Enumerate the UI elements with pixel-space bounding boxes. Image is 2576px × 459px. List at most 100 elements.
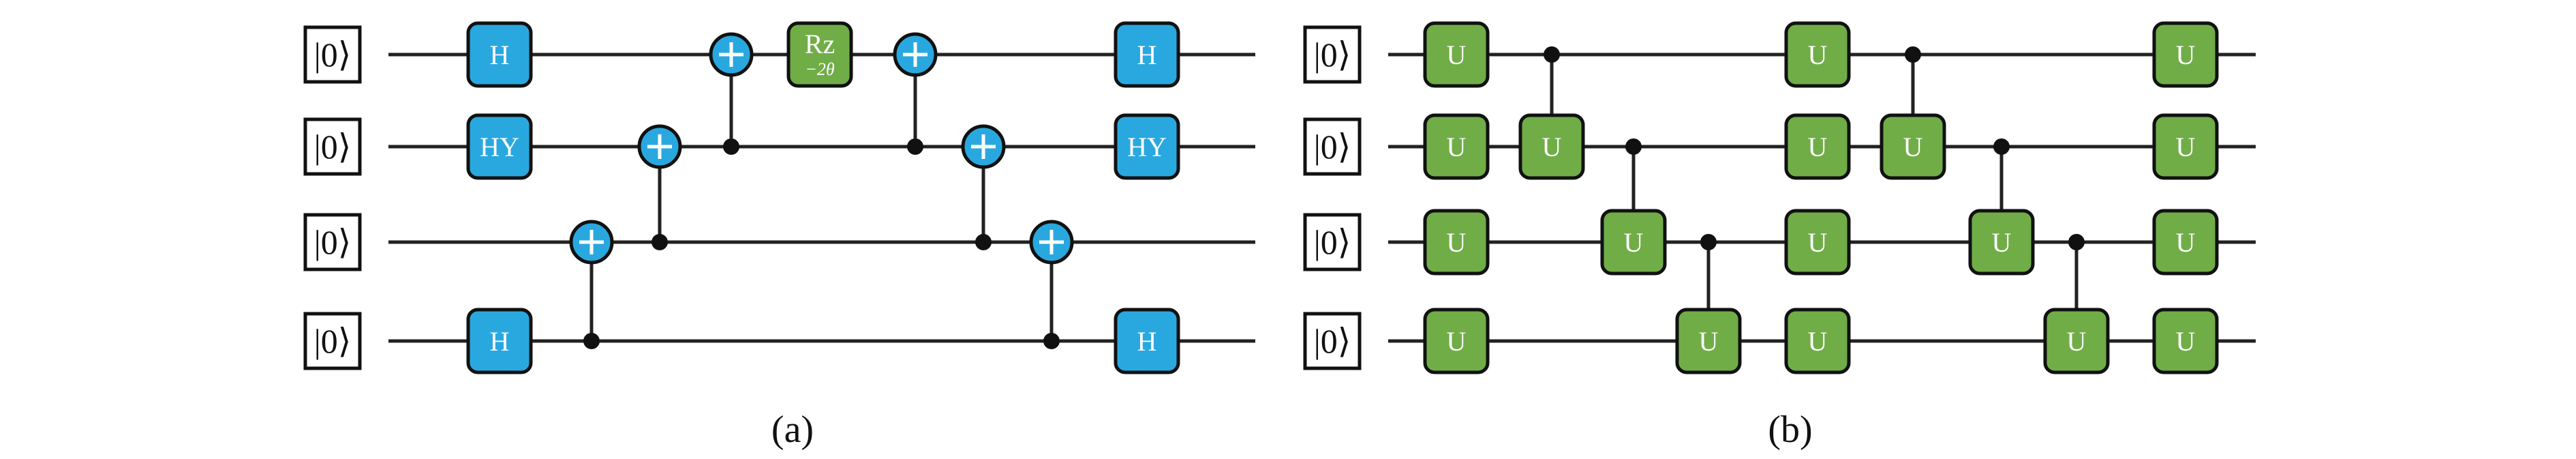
ket-label: |0⟩ — [314, 128, 352, 166]
ket-box — [303, 312, 362, 370]
control-dot — [1544, 46, 1560, 63]
control-dot — [651, 234, 668, 250]
gate: U — [2152, 113, 2219, 180]
gate-label: H — [1137, 40, 1157, 70]
gate-box — [2152, 113, 2219, 180]
gate-box — [1114, 308, 1180, 374]
ket-label: |0⟩ — [1314, 322, 1351, 360]
gate-label: U — [2176, 227, 2196, 258]
gate-box — [1423, 113, 1490, 180]
controlled-gate: U — [1518, 113, 1585, 180]
gate: U — [2152, 209, 2219, 276]
gate-label: U — [1808, 326, 1828, 357]
ket-box — [1303, 312, 1362, 370]
gate-label: U — [1542, 132, 1562, 162]
gate: U — [1784, 21, 1851, 88]
cnot-target — [637, 124, 682, 169]
ket-input: |0⟩ — [1303, 25, 1362, 84]
cnot-target — [961, 124, 1006, 169]
gate: U — [1784, 308, 1851, 374]
ket-box — [1303, 25, 1362, 84]
gate-label: HY — [480, 132, 519, 162]
gate-box — [1784, 113, 1851, 180]
gate-label: U — [1808, 132, 1828, 162]
gate-label: U — [2176, 326, 2196, 357]
control-dot — [975, 234, 992, 250]
gate: U — [1784, 113, 1851, 180]
ket-label: |0⟩ — [1314, 35, 1351, 74]
gate-sublabel: −2θ — [805, 59, 835, 79]
controlled-gate: U — [1968, 209, 2035, 276]
gate: HY — [1114, 113, 1180, 180]
gate-box — [1784, 209, 1851, 276]
ket-input: |0⟩ — [1303, 117, 1362, 176]
gate: H — [1114, 21, 1180, 88]
caption-b: (b) — [1768, 409, 1812, 451]
controlled-gate: U — [1600, 209, 1667, 276]
gate-label: U — [1447, 132, 1467, 162]
gate: U — [2152, 21, 2219, 88]
gate-box — [466, 21, 533, 88]
gate-box — [2152, 21, 2219, 88]
gate: U — [1784, 209, 1851, 276]
ket-input: |0⟩ — [303, 312, 362, 370]
gate-box — [466, 113, 533, 180]
gate-box — [466, 308, 533, 374]
gate-box — [2152, 308, 2219, 374]
gate: H — [1114, 308, 1180, 374]
gate: HY — [466, 113, 533, 180]
ket-label: |0⟩ — [314, 35, 352, 74]
control-dot — [1993, 138, 2010, 155]
ket-input: |0⟩ — [1303, 312, 1362, 370]
ket-box — [303, 25, 362, 84]
cnot-target — [709, 32, 754, 77]
ket-box — [303, 213, 362, 271]
gate-label: H — [1137, 326, 1157, 357]
ket-label: |0⟩ — [1314, 223, 1351, 261]
gate-label: H — [490, 326, 510, 357]
gate: U — [1423, 209, 1490, 276]
cnot-target — [569, 220, 614, 265]
gate: U — [1423, 113, 1490, 180]
ket-input: |0⟩ — [303, 213, 362, 271]
gate-label: U — [1699, 326, 1719, 357]
control-dot — [1700, 234, 1717, 250]
control-dot — [1043, 333, 1060, 349]
ket-box — [1303, 213, 1362, 271]
gate-label: HY — [1127, 132, 1167, 162]
gate-box — [2043, 308, 2110, 374]
gate-box — [1784, 21, 1851, 88]
ket-box — [1303, 117, 1362, 176]
gate-box — [1968, 209, 2035, 276]
controlled-gate: U — [1675, 308, 1742, 374]
gate-label: U — [1992, 227, 2012, 258]
gate-box — [1784, 308, 1851, 374]
gate-box — [2152, 209, 2219, 276]
ket-input: |0⟩ — [303, 25, 362, 84]
control-dot — [1625, 138, 1642, 155]
gate: U — [1423, 308, 1490, 374]
gate-label: Rz — [805, 29, 835, 59]
gate-box — [1880, 113, 1946, 180]
gate-box — [1114, 21, 1180, 88]
gate-label: U — [2176, 40, 2196, 70]
gate-box — [1423, 21, 1490, 88]
ket-label: |0⟩ — [1314, 128, 1351, 166]
ket-input: |0⟩ — [1303, 213, 1362, 271]
control-dot — [907, 138, 923, 155]
gate: U — [1423, 21, 1490, 88]
gate-box — [786, 21, 853, 88]
ket-label: |0⟩ — [314, 322, 352, 360]
gate-label: U — [2067, 326, 2087, 357]
controlled-gate: U — [1880, 113, 1946, 180]
control-dot — [1905, 46, 1921, 63]
gate-label: U — [1903, 132, 1923, 162]
gate-label: U — [1447, 40, 1467, 70]
ket-input: |0⟩ — [303, 117, 362, 176]
controlled-gate: U — [2043, 308, 2110, 374]
gate-label: U — [1808, 40, 1828, 70]
